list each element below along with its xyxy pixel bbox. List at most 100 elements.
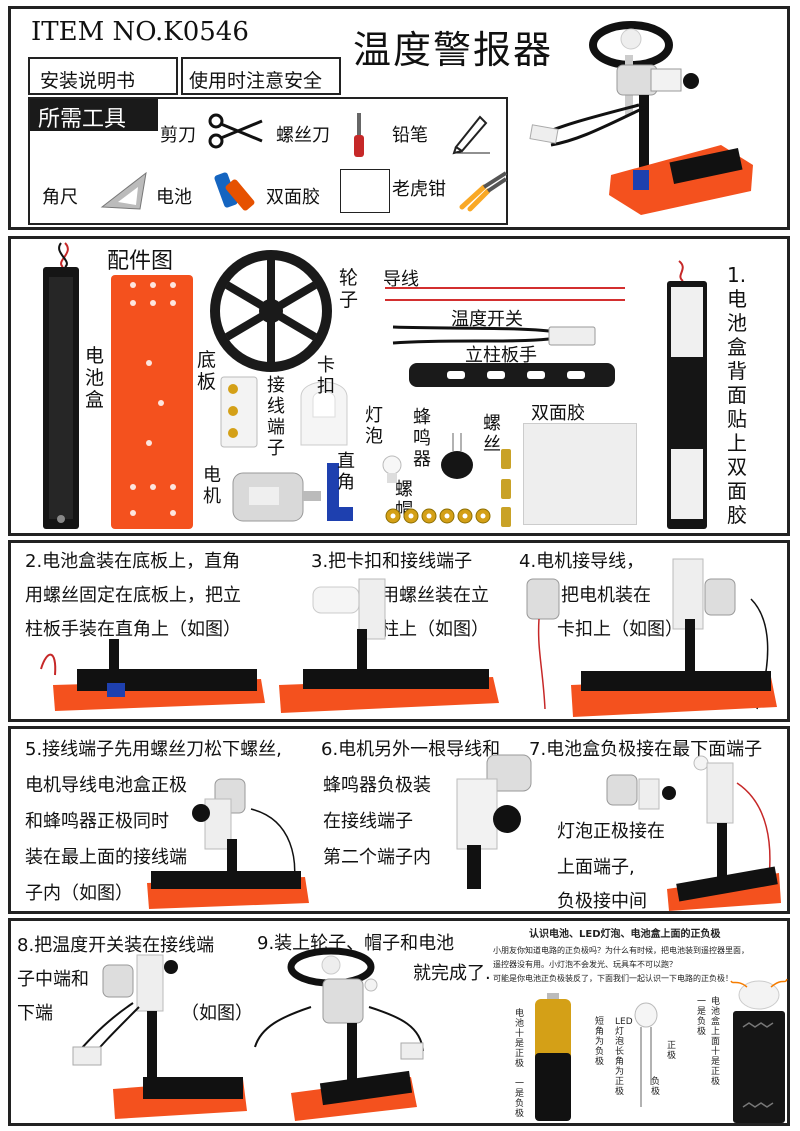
- battery-icon: [214, 172, 255, 211]
- step3-line2: 用螺丝装在立: [381, 585, 489, 606]
- nuts-image: [385, 508, 491, 524]
- temp-switch-image: [392, 325, 596, 346]
- label-battery-box: 电池盒: [85, 345, 105, 411]
- step5-line1: 5.接线端子先用螺丝刀松下螺丝,: [25, 739, 282, 760]
- step5-line2: 电机导线电池盒正极: [25, 775, 187, 796]
- led-short-label: 短角为负极: [595, 1017, 605, 1067]
- header-panel: ITEM NO.K0546 温度警报器 安装说明书 使用时注意安全 所需工具 剪…: [8, 6, 790, 230]
- finished-product-image: [529, 21, 753, 215]
- led-long-label: LED灯泡 长角为正极: [615, 1017, 633, 1097]
- step7-line2: 灯泡正极接在: [557, 821, 665, 842]
- step9-line2: 就完成了.: [413, 963, 491, 984]
- tool-pliers-label: 老虎钳: [392, 179, 446, 200]
- step5-line4: 装在最上面的接线端: [25, 847, 187, 868]
- label-temp-switch: 温度开关: [451, 309, 523, 330]
- step8-line3: 下端: [17, 1003, 53, 1024]
- label-wheel: 轮子: [339, 267, 359, 311]
- step7-line4: 负极接中间: [557, 891, 647, 912]
- polarity-line3: 可能是你电池正负极装反了，下面我们一起认识一下电路的正负极！: [493, 974, 733, 983]
- step3-image: [279, 578, 499, 713]
- tool-scissors-label: 剪刀: [160, 125, 196, 146]
- led-positive-label: 正极: [667, 1041, 677, 1061]
- tape-sheet-image: [523, 423, 637, 525]
- steps-5-7-panel: 5.接线端子先用螺丝刀松下螺丝, 电机导线电池盒正极 和蜂鸣器正极同时 装在最上…: [8, 726, 790, 914]
- wheel-image: [210, 250, 332, 372]
- battery-positive-label: 电池十是正极: [515, 1009, 525, 1069]
- parts-panel: 配件图 电池盒 底板 轮子 接线端子: [8, 236, 790, 536]
- label-buzzer: 蜂鸣器: [413, 407, 431, 470]
- right-angle-image: [327, 463, 353, 521]
- steps-8-9-panel: 8.把温度开关装在接线端 子中端和 下端 （如图） 9.装上轮子、帽子和电池 就…: [8, 918, 790, 1126]
- step8-image: [72, 954, 247, 1119]
- polarity-heading: 认识电池、LED灯泡、电池盒上面的正负极: [529, 929, 721, 940]
- pillar-wrench-image: [409, 363, 615, 387]
- label-pillar-wrench: 立柱板手: [465, 345, 537, 366]
- red-wire-2: [385, 299, 625, 301]
- step6-line3: 在接线端子: [323, 811, 413, 832]
- bulb-image: [382, 455, 402, 483]
- label-tape: 双面胶: [531, 403, 585, 424]
- scissors-icon: [208, 113, 263, 149]
- step7-line1: 7.电池盒负极接在最下面端子: [529, 739, 763, 760]
- label-screws: 螺丝: [483, 413, 501, 455]
- tool-battery-label: 电池: [156, 187, 192, 208]
- motor-image: [232, 472, 321, 522]
- clip-image: [300, 381, 348, 446]
- battery-box-top-image: [730, 978, 788, 1123]
- led-negative-label: 负极: [651, 1077, 661, 1097]
- step5-image: [147, 778, 309, 909]
- led-image: [634, 1002, 658, 1107]
- step8-line1: 8.把温度开关装在接线端: [17, 935, 215, 956]
- item-number: ITEM NO.K0546: [31, 17, 249, 47]
- step3-line3: 柱上（如图）: [381, 619, 489, 640]
- step6-line2: 蜂鸣器负极装: [323, 775, 431, 796]
- step6-image: [456, 754, 532, 889]
- step8-line4: （如图）: [181, 1003, 253, 1024]
- tool-pencil-label: 铅笔: [392, 125, 428, 146]
- step1-text: 1.电池盒背面贴上双面胶: [727, 263, 747, 527]
- step4-line3: 卡扣上（如图）: [557, 619, 683, 640]
- battery-box-image: [43, 242, 79, 529]
- battery-negative-label: 一是负极: [515, 1079, 525, 1119]
- step4-image: [526, 558, 777, 717]
- label-clip: 卡扣: [317, 355, 335, 397]
- step7-line3: 上面端子,: [557, 857, 635, 878]
- step8-line2: 子中端和: [17, 969, 89, 990]
- label-motor: 电机: [203, 465, 221, 507]
- steps-2-4-panel: 2.电池盒装在底板上，直角 用螺丝固定在底板上，把立 柱板手装在直角上（如图） …: [8, 540, 790, 722]
- label-wire: 导线: [383, 269, 419, 290]
- step7-image: [606, 755, 781, 911]
- base-plate-image: [111, 275, 193, 529]
- box-top-label: 电池盒上面 十是正极: [711, 997, 721, 1087]
- terminal-block-image: [220, 376, 258, 448]
- set-square-icon: [100, 171, 147, 210]
- step6-line4: 第二个端子内: [323, 847, 431, 868]
- tool-tape-label: 双面胶: [266, 187, 320, 208]
- step4-line2: 把电机装在: [561, 585, 651, 606]
- step2-image: [40, 639, 265, 711]
- label-bulb: 灯泡: [365, 405, 383, 447]
- step9-image: [254, 947, 424, 1121]
- pliers-icon: [459, 171, 508, 212]
- step2-line3: 柱板手装在直角上（如图）: [25, 619, 241, 640]
- step3-line1: 3.把卡扣和接线端子: [311, 551, 473, 572]
- polarity-line2: 遥控器没有用。小灯泡不会发光、玩具车不可以跑？: [493, 960, 677, 969]
- screws-image: [501, 449, 511, 527]
- step4-line1: 4.电机接导线，: [519, 551, 645, 572]
- screwdriver-icon: [354, 113, 364, 157]
- tools-box: 所需工具 剪刀 螺丝刀 铅笔 角尺 电池 双面胶: [28, 97, 508, 225]
- tape-icon: [340, 169, 390, 213]
- red-wire-1: [385, 287, 625, 289]
- manual-tab: 安装说明书: [28, 57, 178, 95]
- step5-line5: 子内（如图）: [25, 883, 133, 904]
- label-terminal: 接线端子: [267, 375, 285, 459]
- parts-heading: 配件图: [107, 249, 174, 274]
- tools-heading: 所需工具: [30, 99, 158, 132]
- label-right-angle: 直角: [337, 451, 355, 493]
- aa-battery-image: [535, 993, 571, 1121]
- step1-battery-image: [667, 260, 707, 529]
- step5-line3: 和蜂鸣器正极同时: [25, 811, 169, 832]
- safety-tab: 使用时注意安全: [181, 57, 341, 95]
- label-base-plate: 底板: [197, 349, 217, 393]
- polarity-line1: 小朋友你知道电路的正负极吗？为什么有时候，把电池装到遥控器里面，: [493, 946, 749, 955]
